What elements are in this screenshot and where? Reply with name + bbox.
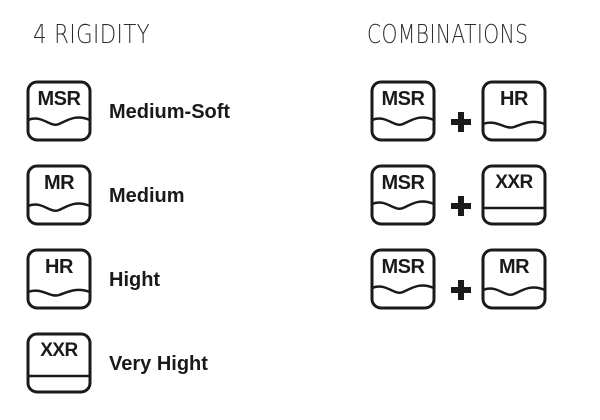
badge-code: MSR [37, 88, 81, 110]
rigidity-badge-icon [481, 80, 547, 142]
rigidity-heading: 4 RIGIDITY [33, 20, 151, 50]
rigidity-badge-icon [26, 248, 92, 310]
rigidity-label-very-hight: Very Hight [109, 353, 208, 375]
rigidity-badge-msr: MSR [26, 80, 92, 142]
rigidity-badge-icon [370, 248, 436, 310]
combination-3-second-badge: MR [481, 248, 547, 310]
rigidity-badge-icon [26, 164, 92, 226]
rigidity-badge-icon [481, 248, 547, 310]
rigidity-badge-icon [481, 164, 547, 226]
plus-icon [451, 112, 471, 132]
badge-code: MSR [381, 256, 425, 278]
combination-1-second-badge: HR [481, 80, 547, 142]
combinations-heading: COMBINATIONS [367, 20, 529, 50]
plus-icon [451, 196, 471, 216]
badge-code: XXR [495, 172, 533, 193]
rigidity-label-medium: Medium [109, 185, 185, 207]
rigidity-badge-icon [26, 80, 92, 142]
rigidity-badge-hr: HR [26, 248, 92, 310]
badge-code: MR [498, 256, 530, 278]
badge-code: XXR [40, 340, 78, 361]
rigidity-badge-icon [26, 332, 92, 394]
combination-3-first-badge: MSR [370, 248, 436, 310]
rigidity-label-hight: Hight [109, 269, 161, 291]
badge-code: MSR [381, 172, 425, 194]
plus-icon [451, 280, 471, 300]
combination-2-first-badge: MSR [370, 164, 436, 226]
badge-code: HR [45, 256, 73, 278]
rigidity-badge-mr: MR [26, 164, 92, 226]
rigidity-badge-xxr: XXR [26, 332, 92, 394]
badge-code: MSR [381, 88, 425, 110]
rigidity-badge-icon [370, 164, 436, 226]
badge-code: MR [43, 172, 75, 194]
rigidity-badge-icon [370, 80, 436, 142]
rigidity-label-medium-soft: Medium-Soft [109, 101, 231, 123]
badge-code: HR [500, 88, 528, 110]
combination-1-first-badge: MSR [370, 80, 436, 142]
combination-2-second-badge: XXR [481, 164, 547, 226]
